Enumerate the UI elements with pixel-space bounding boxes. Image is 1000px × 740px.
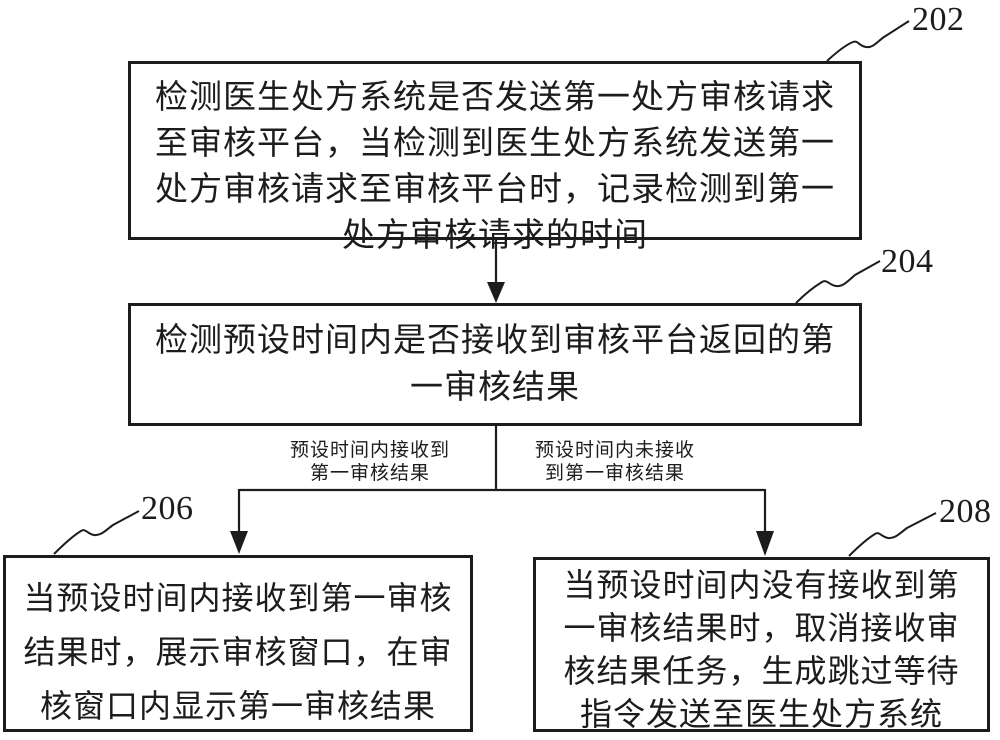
- flow-step-204: 检测预设时间内是否接收到审核平台返回的第 一审核结果: [128, 303, 862, 426]
- leader-line-204: [795, 260, 881, 304]
- branch-label-received: 预设时间内接收到 第一审核结果: [275, 439, 465, 485]
- leader-line-202: [826, 20, 910, 62]
- branch-label-not-received: 预设时间内未接收 到第一审核结果: [520, 439, 710, 485]
- flow-step-208: 当预设时间内没有接收到第 一审核结果时，取消接收审 核结果任务，生成跳过等待 指…: [533, 557, 990, 732]
- ref-number-208: 208: [939, 493, 992, 530]
- branch-label-not-received-line: 预设时间内未接收: [534, 440, 695, 461]
- leader-line-208: [848, 512, 937, 557]
- flow-step-206-text-line: 结果时，展示审核窗口，在审: [23, 634, 453, 670]
- flow-step-204-text-line: 一审核结果: [410, 370, 580, 406]
- flow-step-208-text-line: 核结果任务，生成跳过等待: [563, 653, 960, 689]
- ref-number-202: 202: [912, 1, 965, 38]
- arrow-down-icon: [487, 282, 505, 303]
- flow-step-206-text-line: 当预设时间内接收到第一审核: [23, 580, 453, 616]
- flow-step-202-text-line: 处方审核请求至审核平台时，记录检测到第一: [155, 172, 835, 208]
- flow-step-202-text-line: 检测医生处方系统是否发送第一处方审核请求: [155, 80, 835, 116]
- branch-label-received-line: 预设时间内接收到: [289, 440, 450, 461]
- branch-label-received-line: 第一审核结果: [309, 463, 430, 484]
- ref-number-206: 206: [141, 490, 194, 527]
- flow-step-202: 检测医生处方系统是否发送第一处方审核请求 至审核平台，当检测到医生处方系统发送第…: [128, 61, 862, 254]
- arrow-down-icon: [230, 531, 248, 554]
- arrow-down-icon: [756, 531, 774, 556]
- flow-step-208-text-line: 指令发送至医生处方系统: [579, 696, 943, 732]
- leader-line-206: [53, 510, 140, 555]
- flow-step-208-text-line: 当预设时间内没有接收到第: [563, 567, 960, 603]
- flow-step-206: 当预设时间内接收到第一审核 结果时，展示审核窗口，在审 核窗口内显示第一审核结果: [3, 555, 473, 732]
- flow-step-206-text-line: 核窗口内显示第一审核结果: [39, 688, 436, 724]
- flow-step-202-text-line: 至审核平台，当检测到医生处方系统发送第一: [155, 126, 835, 162]
- flow-step-204-text-line: 检测预设时间内是否接收到审核平台返回的第: [155, 323, 835, 359]
- ref-number-204: 204: [881, 243, 934, 280]
- branch-label-not-received-line: 到第一审核结果: [544, 463, 685, 484]
- flow-step-202-text-line: 处方审核请求的时间: [342, 218, 648, 254]
- flow-step-208-text-line: 一审核结果时，取消接收审: [563, 610, 960, 646]
